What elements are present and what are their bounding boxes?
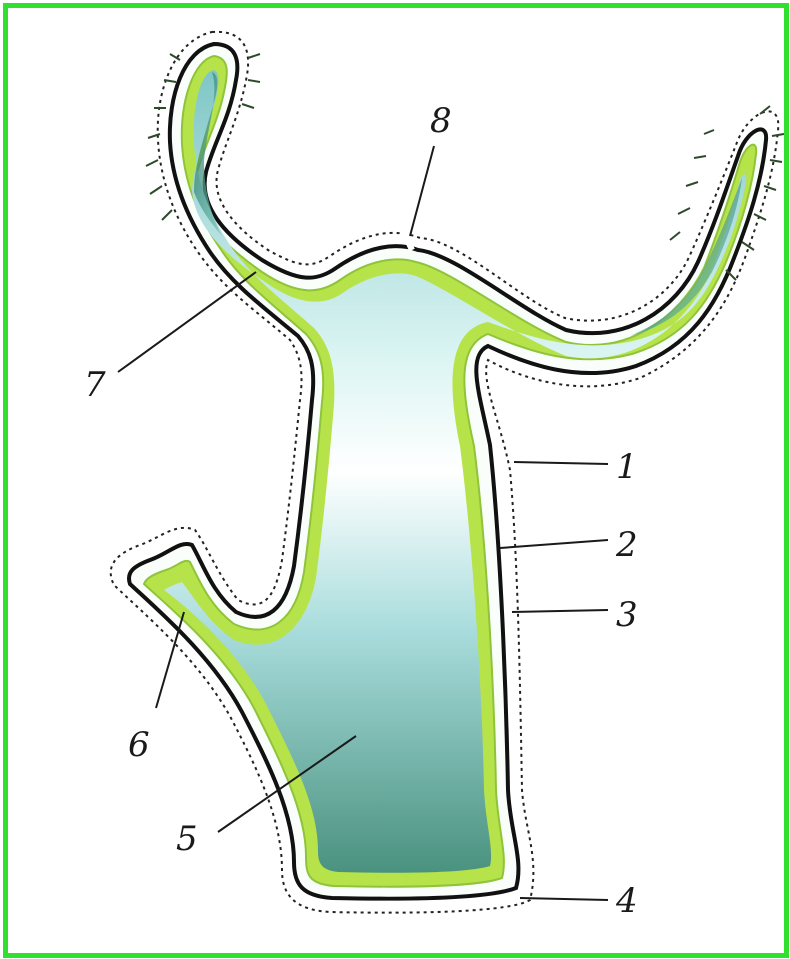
label-7: 7 (84, 365, 106, 405)
label-5: 5 (176, 819, 198, 859)
label-6: 6 (128, 725, 150, 765)
label-2: 2 (615, 525, 638, 565)
label-8: 8 (430, 101, 452, 141)
label-4: 4 (615, 881, 638, 921)
label-1: 1 (616, 447, 638, 487)
label-3: 3 (616, 595, 638, 635)
